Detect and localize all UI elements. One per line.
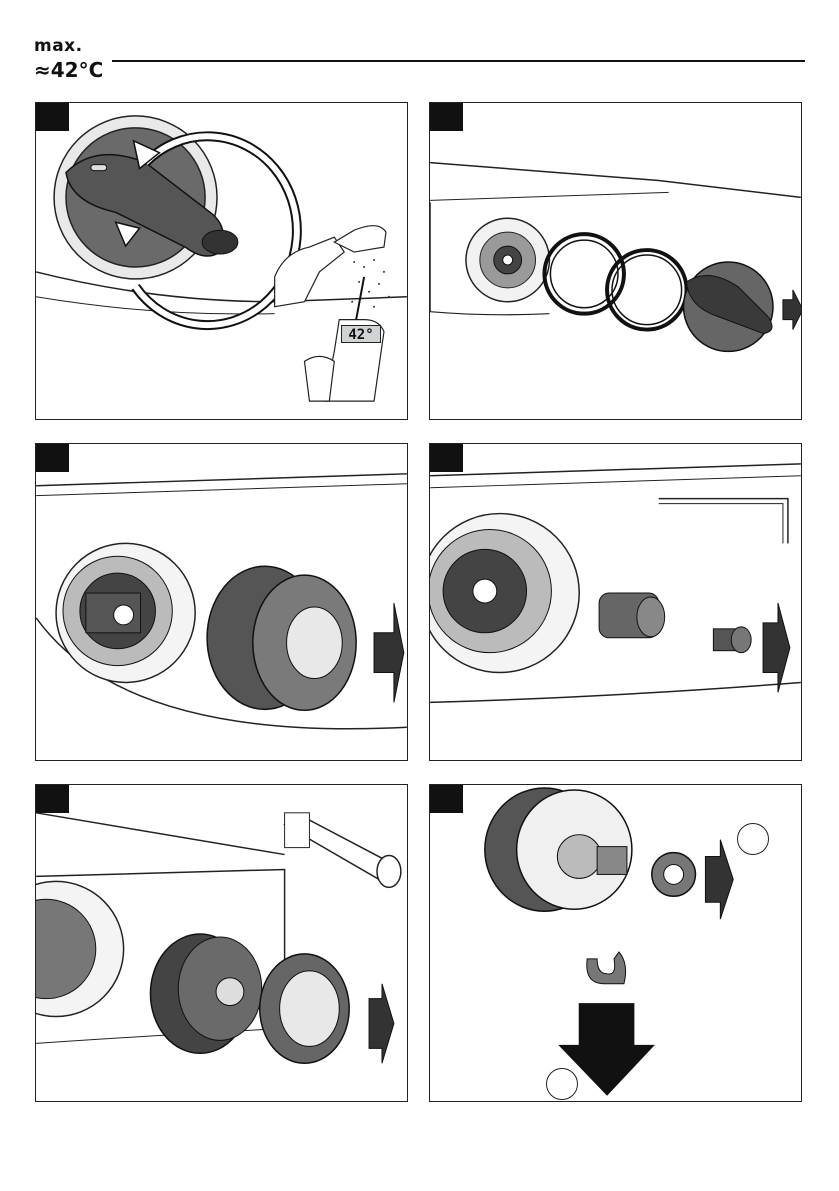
callout-circle — [546, 1068, 578, 1100]
arrow-right-icon — [369, 984, 394, 1063]
temperature-label: ≈42°C — [34, 58, 103, 82]
step-number-badge — [36, 103, 69, 131]
max-label: max. — [34, 36, 83, 56]
hand-icon — [275, 237, 345, 307]
step-panel-6 — [429, 784, 802, 1102]
step-3-illustration — [36, 444, 407, 760]
step-4-illustration — [430, 444, 801, 760]
callout-circle — [737, 823, 769, 855]
step-number-badge — [430, 785, 463, 813]
arrow-right-icon — [763, 603, 790, 692]
step-number-badge — [430, 103, 463, 131]
step-panel-2 — [429, 102, 802, 420]
step-panel-1: 42° — [35, 102, 408, 420]
step-number-badge — [36, 444, 69, 472]
arrow-right-icon — [374, 603, 404, 702]
step-1-illustration — [36, 103, 407, 419]
step-2-illustration — [430, 103, 801, 419]
step-panel-4 — [429, 443, 802, 761]
thermometer-display: 42° — [341, 325, 381, 343]
arrow-right-icon — [783, 290, 801, 330]
hex-key-icon — [659, 499, 788, 544]
header-rule — [112, 60, 805, 62]
step-panel-5 — [35, 784, 408, 1102]
clip-icon — [587, 952, 626, 984]
arrow-right-icon — [705, 840, 733, 919]
step-number-badge — [430, 444, 463, 472]
step-panel-3 — [35, 443, 408, 761]
step-5-illustration — [36, 785, 407, 1101]
step-number-badge — [36, 785, 69, 813]
